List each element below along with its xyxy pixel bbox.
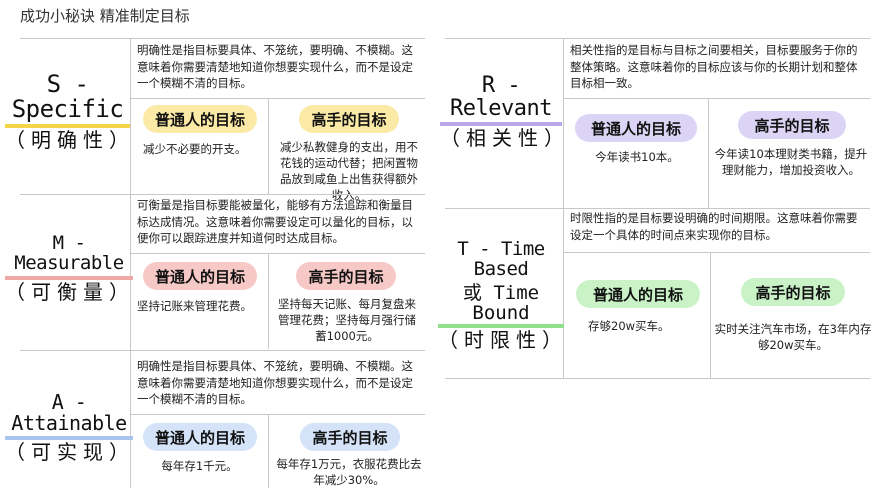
expert-goal-text: 减少私教健身的支出，用不花钱的运动代替；把闲置物品放到咸鱼上出售获得额外收入。 (280, 140, 418, 202)
divider (20, 350, 425, 351)
divider (268, 253, 269, 349)
ordinary-goal-text: 存够20w买车。 (588, 319, 670, 333)
expert-goal-text: 今年读10本理财类书籍，提升理财能力，增加投资收入。 (714, 147, 868, 177)
expert-goal-heading: 高手的目标 (741, 278, 845, 306)
expert-goal-text: 实时关注汽车市场，在3年内存够20w买车。 (714, 322, 872, 352)
ordinary-goal-heading: 普通人的目标 (143, 423, 257, 451)
divider (710, 252, 711, 378)
divider (130, 98, 425, 99)
label-en: S - Specific (5, 71, 130, 129)
ordinary-goal-heading: 普通人的目标 (143, 105, 257, 133)
divider (130, 414, 425, 415)
ordinary-goal-text: 减少不必要的开支。 (143, 142, 247, 156)
label-zh: （可衡量） (5, 279, 135, 304)
divider (445, 208, 870, 209)
label-en: T - Time Based (457, 238, 545, 280)
divider (563, 98, 870, 99)
expert-goal-text: 坚持每天记账、每月复盘来管理花费；坚持每月强行储蓄1000元。 (278, 297, 416, 343)
section-description: 明确性是指目标要具体、不笼统，要明确、不模糊。这意味着你需要清楚地知道你想要实现… (137, 43, 413, 90)
divider (445, 378, 870, 379)
label-en: M - Measurable (5, 233, 133, 280)
ordinary-goal-heading: 普通人的目标 (575, 114, 697, 142)
ordinary-goal-text: 每年存1千元。 (161, 459, 238, 473)
divider (268, 98, 269, 194)
section-label-time-based: T - Time Based 或 Time Bound （时限性） (438, 238, 568, 352)
section-description: 相关性指的是目标与目标之间要相关，目标要服务于你的整体策略。这意味着你的目标应该… (570, 43, 858, 90)
label-zh: （相关性） (440, 126, 570, 151)
divider (708, 98, 709, 208)
divider (130, 38, 131, 488)
section-label-measurable: M - Measurable （可衡量） (5, 233, 135, 304)
section-description: 时限性指的是目标要设明确的时间期限。这意味着你需要设定一个具体的时间点来实现你的… (570, 211, 858, 242)
expert-goal-heading: 高手的目标 (738, 111, 846, 139)
divider (20, 194, 425, 195)
expert-goal-heading: 高手的目标 (296, 262, 396, 290)
ordinary-goal-heading: 普通人的目标 (143, 262, 257, 290)
section-description: 明确性是指目标要具体、不笼统，要明确、不模糊。这意味着你需要清楚地知道你想要实现… (137, 359, 413, 406)
divider (268, 414, 269, 488)
label-en: A - Attainable (5, 392, 133, 440)
ordinary-goal-text: 今年读书10本。 (595, 150, 679, 164)
section-label-attainable: A - Attainable （可实现） (5, 392, 133, 463)
ordinary-goal-text: 坚持记账来管理花费。 (137, 299, 252, 313)
page-title: 成功小秘诀 精准制定目标 (20, 7, 190, 25)
divider (563, 252, 870, 253)
divider (130, 253, 425, 254)
expert-goal-heading: 高手的目标 (299, 105, 399, 133)
expert-goal-text: 每年存1万元，衣服花费比去年减少30%。 (276, 457, 422, 487)
divider (445, 38, 870, 39)
section-label-specific: S - Specific （明确性） (5, 71, 135, 153)
ordinary-goal-heading: 普通人的目标 (576, 280, 700, 308)
section-description: 可衡量是指目标要能被量化，能够有方法追踪和衡量目标达成情况。这意味着你需要设定可… (137, 198, 413, 245)
section-label-relevant: R - Relevant （相关性） (440, 74, 570, 151)
label-zh: （可实现） (5, 440, 135, 464)
expert-goal-heading: 高手的目标 (300, 423, 400, 451)
label-zh: （明确性） (5, 128, 135, 153)
label-zh: （时限性） (438, 327, 568, 352)
label-or: 或 Time Bound (438, 283, 564, 328)
label-en: R - Relevant (440, 74, 562, 127)
divider (20, 38, 425, 39)
